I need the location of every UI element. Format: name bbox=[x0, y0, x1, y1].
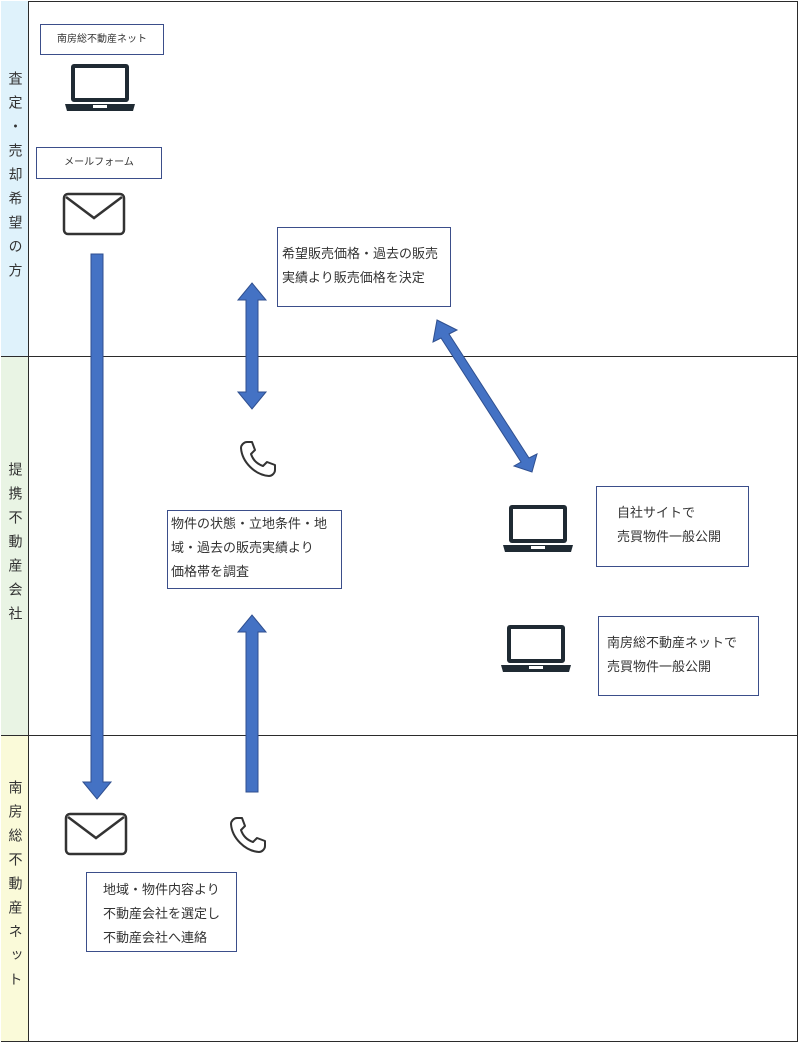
lane-label-network: 南房総不動産ネット bbox=[1, 735, 29, 1041]
decide-price-box: 希望販売価格・過去の販売 実績より販売価格を決定 bbox=[277, 227, 451, 307]
select-company-box: 地域・物件内容より 不動産会社を選定し 不動産会社へ連絡 bbox=[86, 872, 237, 952]
network-site-box: 南房総不動産ネットで 売買物件一般公開 bbox=[598, 616, 759, 696]
lane-divider-2 bbox=[1, 735, 798, 736]
lane-label-seller: 査定・売却希望の方 bbox=[1, 1, 29, 357]
own-site-box: 自社サイトで 売買物件一般公開 bbox=[596, 486, 749, 567]
phone-icon bbox=[228, 815, 268, 855]
arrow-double-diagonal bbox=[432, 319, 538, 473]
survey-box: 物件の状態・立地条件・地 域・過去の販売実績より 価格帯を調査 bbox=[167, 510, 342, 589]
arrow-up-survey bbox=[236, 614, 268, 793]
mail-icon bbox=[64, 812, 128, 856]
laptop-icon bbox=[63, 62, 137, 114]
arrow-down-mail bbox=[81, 253, 113, 800]
mail-icon bbox=[62, 192, 126, 236]
laptop-icon bbox=[499, 623, 573, 675]
lane-divider-1 bbox=[1, 356, 798, 357]
site-name-label: 南房総不動産ネット bbox=[40, 24, 164, 55]
mail-form-label: メールフォーム bbox=[36, 147, 162, 179]
phone-icon bbox=[238, 439, 278, 479]
lane-label-partner: 提携不動産会社 bbox=[1, 357, 29, 735]
arrow-double-vertical bbox=[236, 282, 268, 410]
laptop-icon bbox=[501, 503, 575, 555]
